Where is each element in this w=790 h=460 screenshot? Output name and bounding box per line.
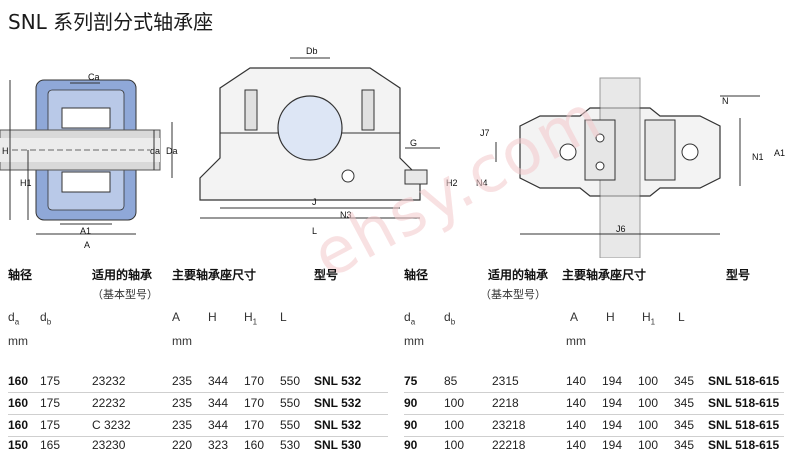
table-row: 160 175 22232 235 344 170 550 SNL 532 <box>8 396 362 410</box>
unit-mm-dims: mm <box>566 334 586 348</box>
header-model: 型号 <box>726 268 751 282</box>
label-N: N <box>722 96 729 106</box>
label-L: L <box>312 226 317 236</box>
label-J: J <box>312 197 317 207</box>
unit-mm-shaft: mm <box>8 334 28 348</box>
table-row: 160 175 23232 235 344 170 550 SNL 532 <box>8 374 362 388</box>
header-dims: 主要轴承座尺寸 <box>172 268 257 282</box>
header-bearing: 适用的轴承 <box>488 268 549 282</box>
header-shaft: 轴径 <box>404 268 429 282</box>
symbol-H: H <box>606 310 615 324</box>
label-A: A <box>84 240 90 250</box>
symbol-L: L <box>280 310 287 324</box>
table-row: 75 85 2315 140 194 100 345 SNL 518-615 <box>404 374 780 388</box>
symbol-L: L <box>678 310 685 324</box>
cross-section-drawing <box>0 79 173 235</box>
label-J6: J6 <box>616 224 626 234</box>
symbol-A: A <box>172 310 181 324</box>
top-view-drawing <box>495 77 760 258</box>
table-row: 90 100 2218 140 194 100 345 SNL 518-615 <box>404 396 780 410</box>
label-G: G <box>410 138 417 148</box>
label-N1: N1 <box>752 152 764 162</box>
unit-mm-shaft: mm <box>404 334 424 348</box>
header-bearing: 适用的轴承 <box>92 268 153 282</box>
label-H2: H2 <box>446 178 458 188</box>
table-row: 150 165 23230 220 323 160 530 SNL 530 <box>8 438 362 452</box>
label-Db: Db <box>306 46 318 56</box>
header-bearing-sub: （基本型号） <box>92 288 158 301</box>
header-model: 型号 <box>314 268 339 282</box>
symbol-A: A <box>570 310 579 324</box>
label-N4: N4 <box>476 178 488 188</box>
table-row: 160 175 C 3232 235 344 170 550 SNL 532 <box>8 418 362 432</box>
symbol-H: H <box>208 310 217 324</box>
table-row: 90 100 22218 140 194 100 345 SNL 518-615 <box>404 438 780 452</box>
symbol-H1: H1 <box>244 310 258 327</box>
front-view-drawing <box>199 57 440 219</box>
label-ca: Ca <box>88 72 100 82</box>
label-H1: H1 <box>20 178 32 188</box>
symbol-db: db <box>444 310 456 327</box>
label-A1-top: A1 <box>774 148 785 158</box>
label-A1: A1 <box>80 226 91 236</box>
label-J7: J7 <box>480 128 490 138</box>
technical-drawings: Ca H H1 da Da A1 A Db G H2 N3 J L N J <box>0 46 785 258</box>
symbol-db: db <box>40 310 52 327</box>
label-H: H <box>2 146 9 156</box>
label-Da: Da <box>166 146 178 156</box>
symbol-da: da <box>8 310 20 327</box>
table-row: 90 100 23218 140 194 100 345 SNL 518-615 <box>404 418 780 432</box>
header-dims: 主要轴承座尺寸 <box>562 268 647 282</box>
symbol-H1: H1 <box>642 310 656 327</box>
symbol-da: da <box>404 310 416 327</box>
unit-mm-dims: mm <box>172 334 192 348</box>
header-shaft: 轴径 <box>8 268 33 282</box>
header-bearing-sub: （基本型号） <box>480 288 546 301</box>
label-da: da <box>150 146 160 156</box>
label-N3: N3 <box>340 210 352 220</box>
page-title: SNL 系列剖分式轴承座 <box>8 10 214 34</box>
